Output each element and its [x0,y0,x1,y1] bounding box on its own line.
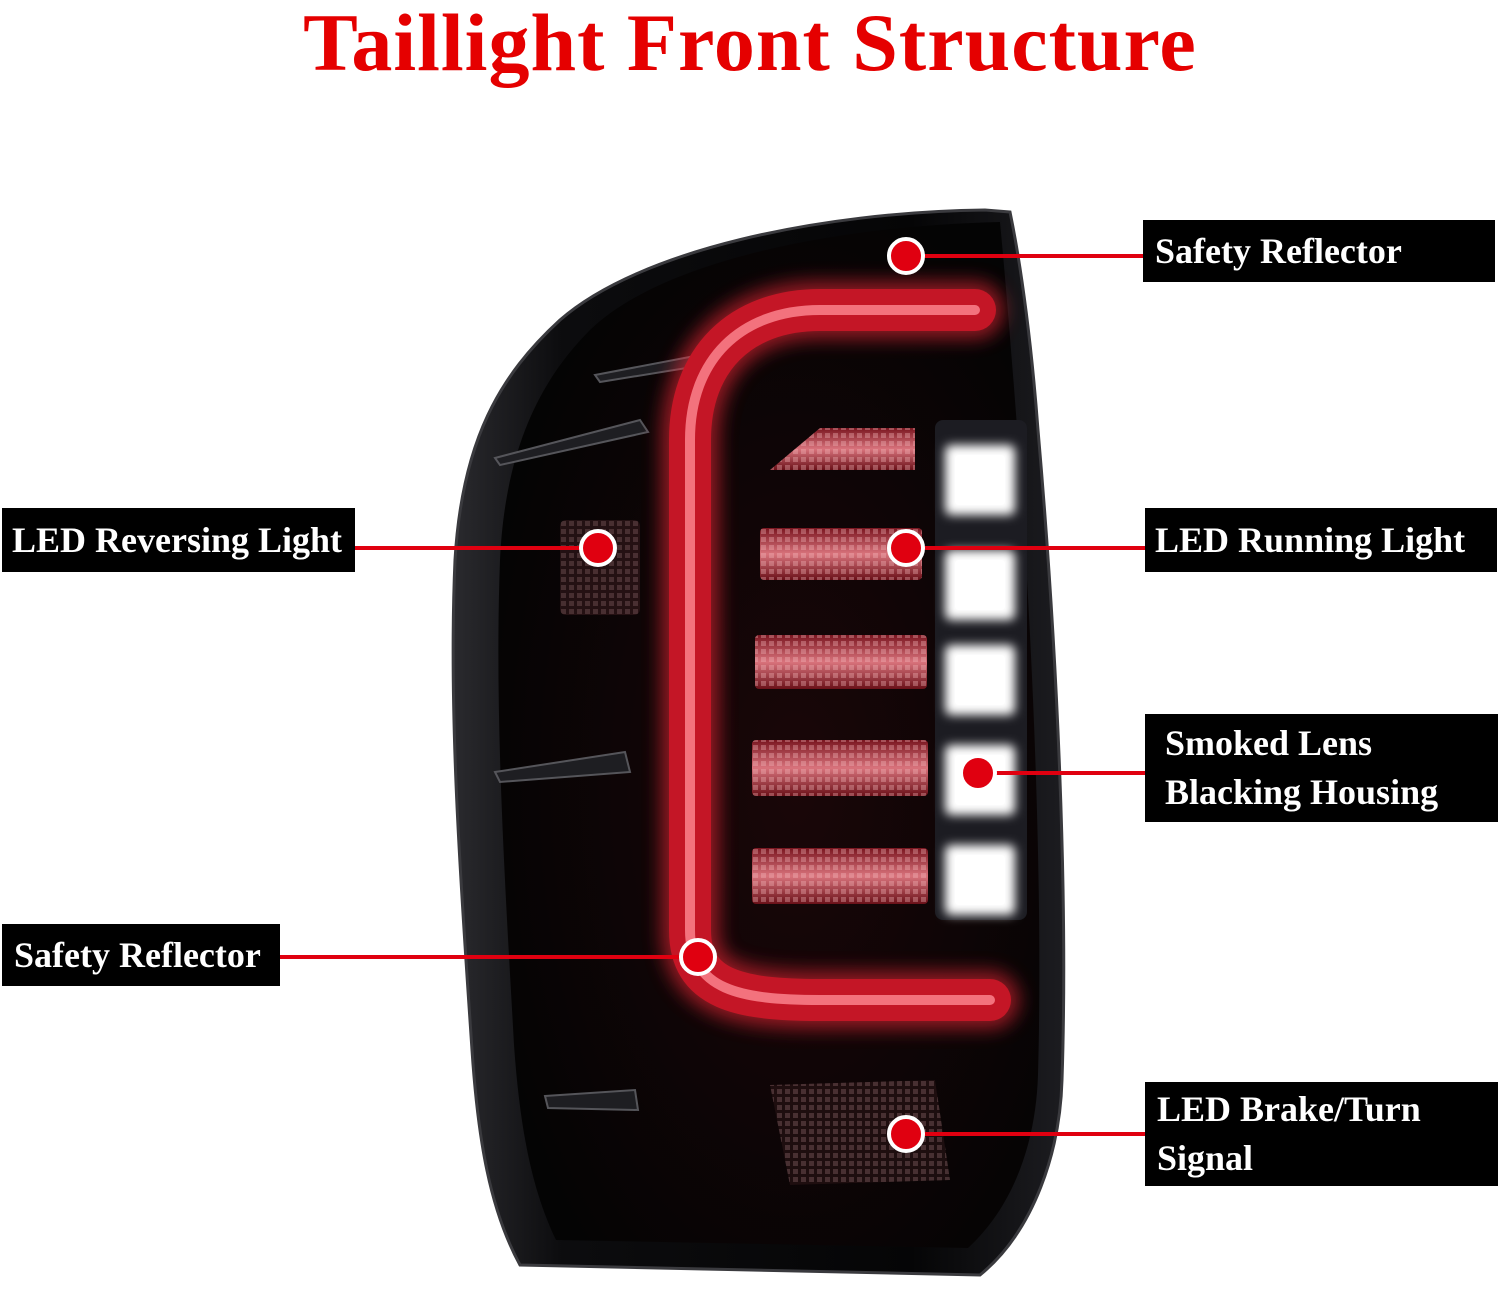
led-bar-5 [752,848,928,904]
label-smoked-lens: Smoked Lens Blacking Housing [1145,714,1498,822]
white-led-5 [945,845,1015,915]
leader-lines [280,254,1145,1136]
led-bar-2 [760,528,922,580]
label-line-1: Smoked Lens [1165,723,1373,764]
label-line: Safety Reflector [1155,230,1402,271]
label-led-running-light: LED Running Light [1145,508,1497,572]
label-line: LED Running Light [1155,519,1466,560]
marker-dots [579,237,997,1153]
marker-dot-smoked-lens [959,754,997,792]
running-light-column [935,420,1027,920]
label-line: Safety Reflector [14,934,261,975]
label-safety-reflector-top: Safety Reflector [1143,220,1495,282]
marker-dot-safety-reflector-bottom [679,938,717,976]
label-line-1: LED Brake/Turn [1157,1089,1421,1130]
marker-dot-safety-reflector-top [887,237,925,275]
brake-turn-light [770,1080,950,1185]
marker-dot-led-reversing-light [579,529,617,567]
led-bar-4 [752,740,928,796]
label-line: LED Reversing Light [12,519,343,560]
led-bar-3 [755,635,927,689]
label-line-2: Signal [1157,1138,1254,1178]
led-bar-1 [770,428,915,470]
white-led-3 [945,645,1015,715]
diagram-title: Taillight Front Structure [303,0,1197,88]
label-safety-reflector-bottom: Safety Reflector [2,924,280,986]
white-led-1 [945,445,1015,515]
label-line-2: Blacking Housing [1165,772,1439,812]
label-led-reversing-light: LED Reversing Light [2,508,355,572]
marker-dot-led-running-light [887,529,925,567]
white-led-2 [945,550,1015,620]
red-led-bars [752,428,928,904]
marker-dot-led-brake-turn [887,1115,925,1153]
label-led-brake-turn: LED Brake/Turn Signal [1145,1082,1498,1186]
housing-ribs [493,353,707,1112]
